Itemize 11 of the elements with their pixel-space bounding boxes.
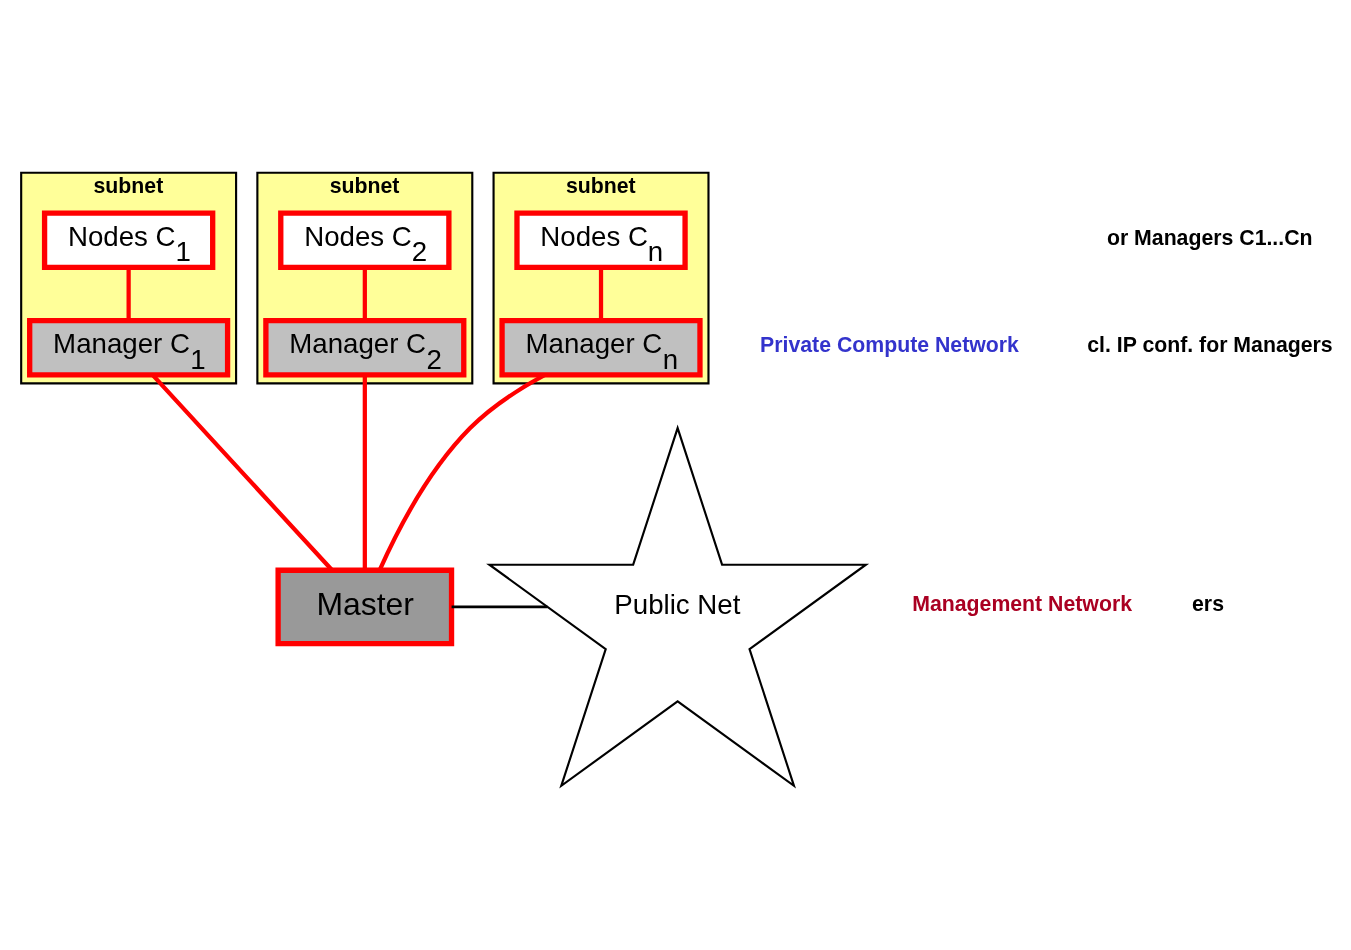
label: or Managers C1...Cn	[1106, 225, 1313, 250]
connector	[598, 267, 604, 321]
connector	[451, 605, 548, 609]
label: Private Compute Network	[760, 333, 1019, 358]
connector	[362, 267, 367, 321]
connector	[362, 375, 367, 571]
label: ers	[1192, 592, 1224, 617]
node-box: Master	[275, 567, 455, 647]
label: Management Network	[912, 592, 1133, 617]
label: cl. IP conf. for Managers	[1087, 333, 1333, 358]
connector	[126, 267, 131, 321]
